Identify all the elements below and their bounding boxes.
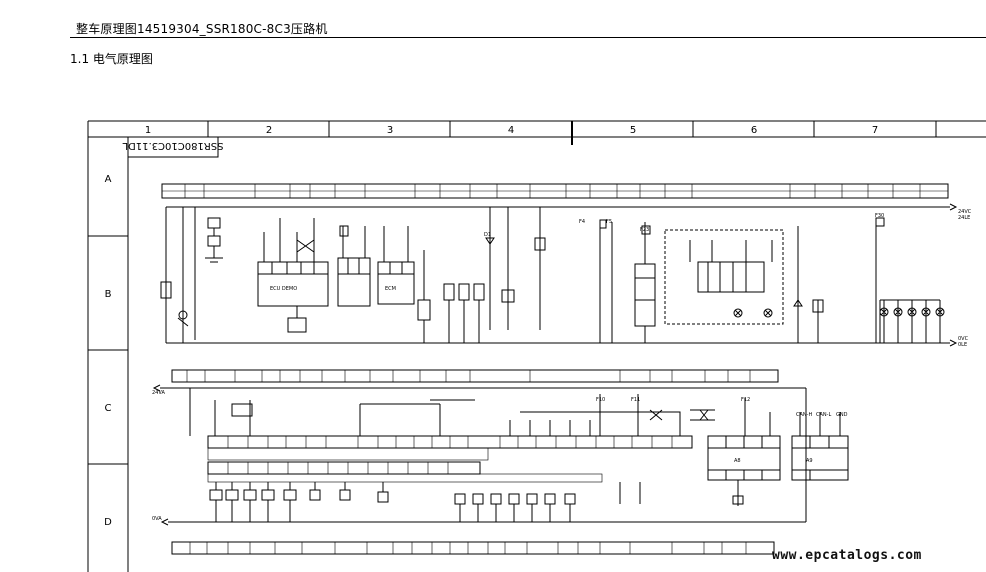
bus-label-24vc: 24VC xyxy=(958,209,972,215)
column-label-3: 3 xyxy=(387,125,393,136)
fuse-label-f4: F4 xyxy=(579,219,585,225)
header-divider xyxy=(70,37,986,38)
row-label-a: A xyxy=(105,174,112,185)
column-label-6: 6 xyxy=(751,125,757,136)
fuse-label-f30: F30 xyxy=(875,213,884,219)
can-h-label: CAN-H xyxy=(796,412,812,418)
fuse-label-f11: F11 xyxy=(631,397,640,403)
bus-label-24va: 24VA xyxy=(152,390,165,396)
bus-label-0le: 0LE xyxy=(958,342,967,348)
fuse-label-f23: F23 xyxy=(640,227,649,233)
fuse-label-f5: F5 xyxy=(606,219,612,225)
bus-label-24le: 24LE xyxy=(958,215,970,221)
row-label-c: C xyxy=(105,403,112,414)
fuse-label-f12: F12 xyxy=(741,397,750,403)
column-label-7: 7 xyxy=(872,125,878,136)
can-l-label: CAN-L xyxy=(816,412,831,418)
row-label-d: D xyxy=(104,517,112,528)
column-label-1: 1 xyxy=(145,125,151,136)
row-label-b: B xyxy=(105,289,112,300)
section-title: 1.1 电气原理图 xyxy=(70,52,153,66)
fuse-label-f10: F10 xyxy=(596,397,605,403)
watermark: www.epcatalogs.com xyxy=(772,548,922,563)
controller-label: A8 xyxy=(734,458,741,464)
display-label: A9 xyxy=(806,458,813,464)
bus-label-0va: 0VA xyxy=(152,516,162,522)
gnd-label: GND xyxy=(836,412,848,418)
bus-label-0vc: 0VC xyxy=(958,336,969,342)
column-label-5: 5 xyxy=(630,125,636,136)
diode-label: D1 xyxy=(484,232,491,238)
drawing-number: SSR180C10C3.11DL xyxy=(122,140,223,151)
ecm-block-label: ECM xyxy=(385,286,396,292)
column-label-2: 2 xyxy=(266,125,272,136)
ecu-block-label: ECU DEMO xyxy=(270,286,297,292)
column-label-4: 4 xyxy=(508,125,514,136)
document-title: 整车原理图14519304_SSR180C-8C3压路机 xyxy=(76,22,328,36)
